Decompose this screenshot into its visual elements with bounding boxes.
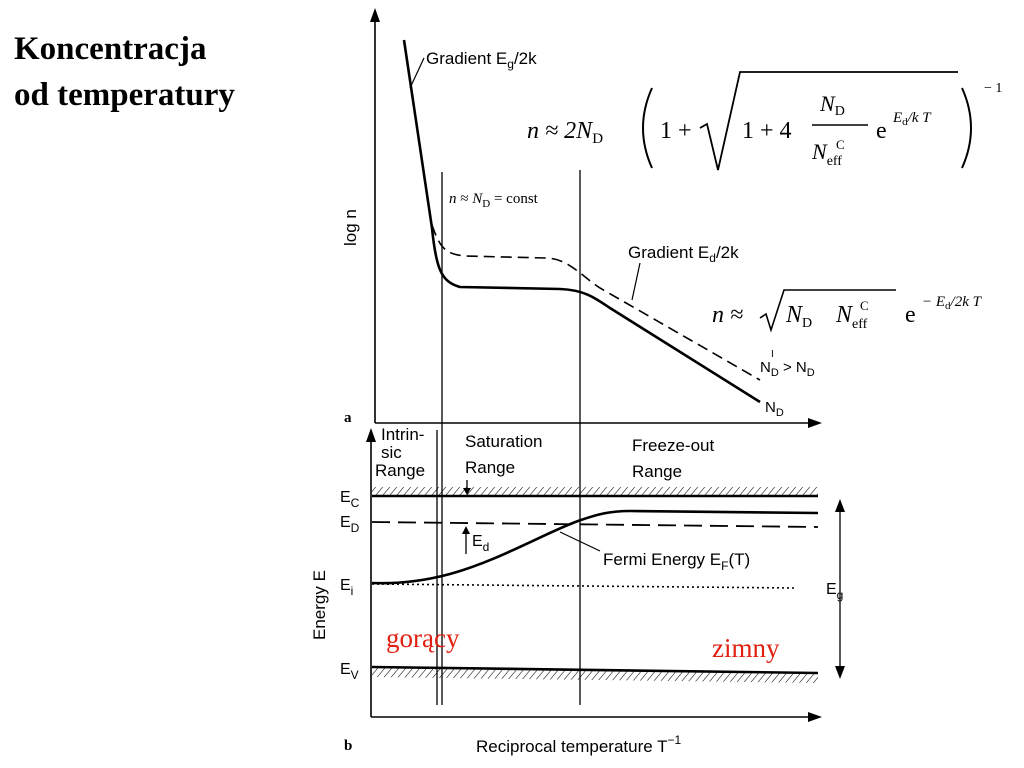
cold-annotation: zimny: [712, 633, 780, 663]
panel-b-x-axis-label: Reciprocal temperature T−1: [476, 733, 682, 756]
valence-band-edge: [371, 665, 819, 675]
formula-low: n ≈ ND Neff C e − Ed/2k T: [712, 289, 983, 333]
ed-gap-arrowhead-top: [463, 488, 471, 495]
intrinsic-level: [371, 583, 796, 589]
svg-text:− Ed/2k T: − Ed/2k T: [922, 294, 983, 312]
svg-text:C: C: [860, 298, 869, 313]
page-title: Koncentracja od temperatury: [14, 26, 235, 118]
formula-top: n ≈ 2ND 1 + 1 + 4 ND Neff C e Ed/k T − 1: [527, 71, 1002, 171]
fermi-energy-label: Fermi Energy EF(T): [603, 550, 750, 573]
panel-b-x-arrow: [808, 712, 822, 722]
panel-b-y-arrow: [366, 428, 376, 442]
range-intrinsic-label: Intrin- sic Range: [375, 425, 429, 480]
ed-gap-arrowhead-bottom: [462, 526, 470, 534]
svg-text:Neff: Neff: [811, 139, 842, 169]
svg-text:n ≈ 2ND: n ≈ 2ND: [527, 118, 603, 147]
leader-gradient-mid: [631, 262, 641, 301]
svg-text:C: C: [836, 137, 845, 152]
svg-text:Ed/k T: Ed/k T: [892, 110, 932, 128]
panel-b: b Energy E Reciprocal temperature T−1 In…: [310, 425, 845, 756]
svg-text:ND: ND: [819, 91, 845, 119]
svg-text:− 1: − 1: [984, 81, 1002, 96]
panel-a: a log n Gradient Eg/2k Gradient Ed/2k n …: [341, 8, 1002, 705]
conduction-band-hatch: [372, 487, 818, 496]
curve-solid-nd: [402, 39, 761, 404]
svg-text:Neff: Neff: [835, 302, 868, 332]
fermi-leader: [559, 531, 601, 552]
fermi-level-curve: [371, 509, 819, 585]
formula-top-close-paren: [961, 87, 972, 169]
curve-dashed-label: ND > ND: [760, 359, 815, 379]
gradient-ed-label: Gradient Ed/2k: [628, 243, 739, 265]
svg-text:e: e: [876, 118, 887, 144]
panel-b-y-axis-label: Energy E: [310, 570, 329, 640]
panel-a-x-arrow: [808, 418, 822, 428]
ec-label: EC: [340, 489, 360, 510]
panel-b-label: b: [344, 738, 352, 754]
curve-solid-label: ND: [765, 399, 784, 419]
ed-label: ED: [340, 514, 360, 535]
panel-a-y-arrow: [370, 8, 380, 22]
svg-text:n ≈: n ≈: [712, 302, 743, 328]
panel-a-y-axis-label: log n: [341, 209, 360, 246]
saturation-const-label: n ≈ ND = const: [449, 191, 539, 210]
band-gap-arrowhead-bottom: [835, 666, 845, 679]
title-line-2: od temperatury: [14, 77, 235, 113]
formula-top-sqrt: [699, 71, 958, 171]
formula-top-open-paren: [642, 87, 653, 169]
title-line-1: Koncentracja: [14, 31, 207, 67]
curve-dashed-nd-prime: [431, 224, 761, 381]
panel-a-label: a: [344, 410, 352, 426]
leader-gradient-top: [409, 57, 425, 89]
curve-dashed-label-prime: I: [771, 349, 774, 360]
range-freezeout-label: Freeze-out Range: [632, 436, 719, 481]
donor-level: [371, 521, 819, 528]
svg-text:1 + 4: 1 + 4: [742, 118, 792, 144]
svg-text:e: e: [905, 302, 916, 328]
formula-low-sqrt: [759, 289, 896, 333]
svg-text:ND: ND: [785, 302, 812, 331]
ed-gap-label: Ed: [472, 533, 489, 554]
ev-label: EV: [340, 661, 359, 682]
svg-text:1 +: 1 +: [660, 118, 692, 144]
valence-band-hatch: [372, 668, 818, 683]
range-saturation-label: Saturation Range: [465, 432, 547, 477]
eg-label: Eg: [826, 581, 843, 602]
hot-annotation: gorący: [386, 623, 460, 653]
gradient-eg-label: Gradient Eg/2k: [426, 49, 537, 71]
band-gap-arrowhead-top: [835, 499, 845, 512]
ei-label: Ei: [340, 577, 353, 598]
